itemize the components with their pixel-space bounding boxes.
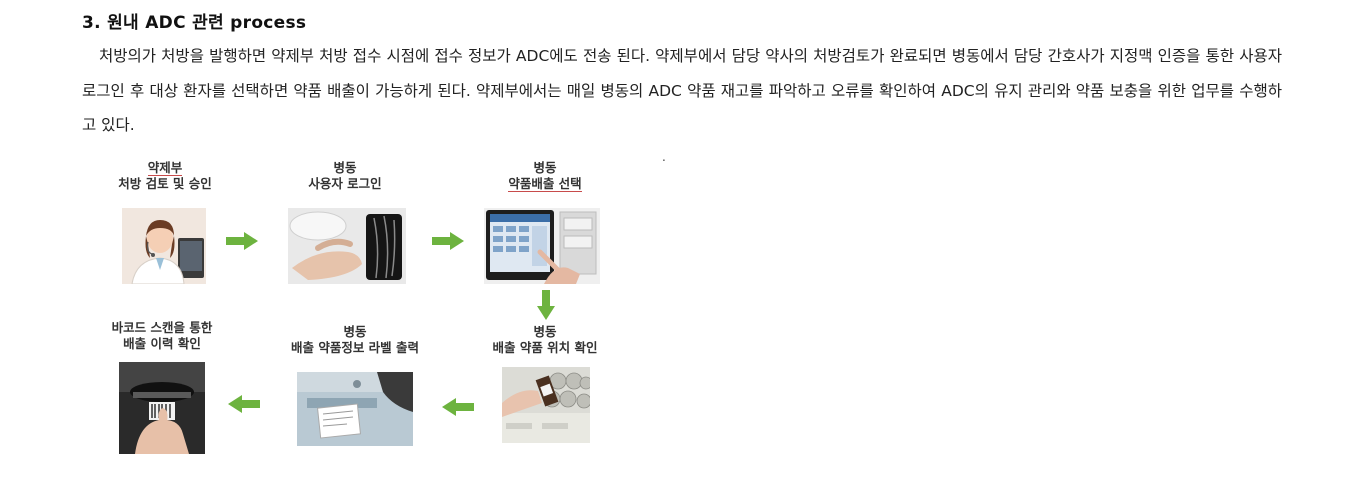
flow-arrow-left-1 — [442, 398, 474, 416]
flow-arrow-left-2 — [228, 395, 260, 413]
flow-arrow-right-1 — [226, 232, 258, 250]
step-4-title: 병동 — [533, 324, 557, 339]
step-user-login-caption: 병동 사용자 로그인 — [270, 160, 420, 192]
step-2-subtitle: 사용자 로그인 — [308, 176, 382, 191]
barcode-scanner-photo — [119, 362, 205, 454]
step-6-subtitle: 배출 이력 확인 — [123, 336, 201, 351]
step-pharmacy-review-caption: 약제부 처방 검토 및 승인 — [90, 160, 240, 192]
step-select-dispense-caption: 병동 약품배출 선택 — [470, 160, 620, 192]
step-check-location-caption: 병동 배출 약품 위치 확인 — [470, 324, 620, 356]
label-printer-photo — [297, 372, 413, 446]
vein-scanner-photo — [288, 208, 406, 284]
step-print-label-caption: 병동 배출 약품정보 라벨 출력 — [260, 324, 450, 356]
flow-arrow-right-2 — [432, 232, 464, 250]
drug-drawer-photo — [502, 367, 590, 443]
stray-mark: . — [662, 150, 666, 164]
step-1-title: 약제부 — [147, 160, 183, 176]
section-paragraph: 처방의가 처방을 발행하면 약제부 처방 접수 시점에 접수 정보가 ADC에도… — [82, 47, 1282, 134]
step-6-title: 바코드 스캔을 통한 — [111, 320, 213, 335]
step-5-title: 병동 — [343, 324, 367, 339]
step-barcode-scan-caption: 바코드 스캔을 통한 배출 이력 확인 — [82, 320, 242, 352]
step-4-subtitle: 배출 약품 위치 확인 — [492, 340, 598, 355]
pharmacist-photo — [122, 208, 206, 284]
step-5-subtitle: 배출 약품정보 라벨 출력 — [290, 340, 420, 355]
step-1-subtitle: 처방 검토 및 승인 — [118, 176, 212, 191]
step-3-subtitle: 약품배출 선택 — [508, 176, 582, 192]
section-heading: 3. 원내 ADC 관련 process — [82, 13, 307, 33]
step-3-title: 병동 — [533, 160, 557, 175]
step-2-title: 병동 — [333, 160, 357, 175]
flow-arrow-down — [537, 290, 555, 320]
touchscreen-photo — [484, 208, 600, 284]
